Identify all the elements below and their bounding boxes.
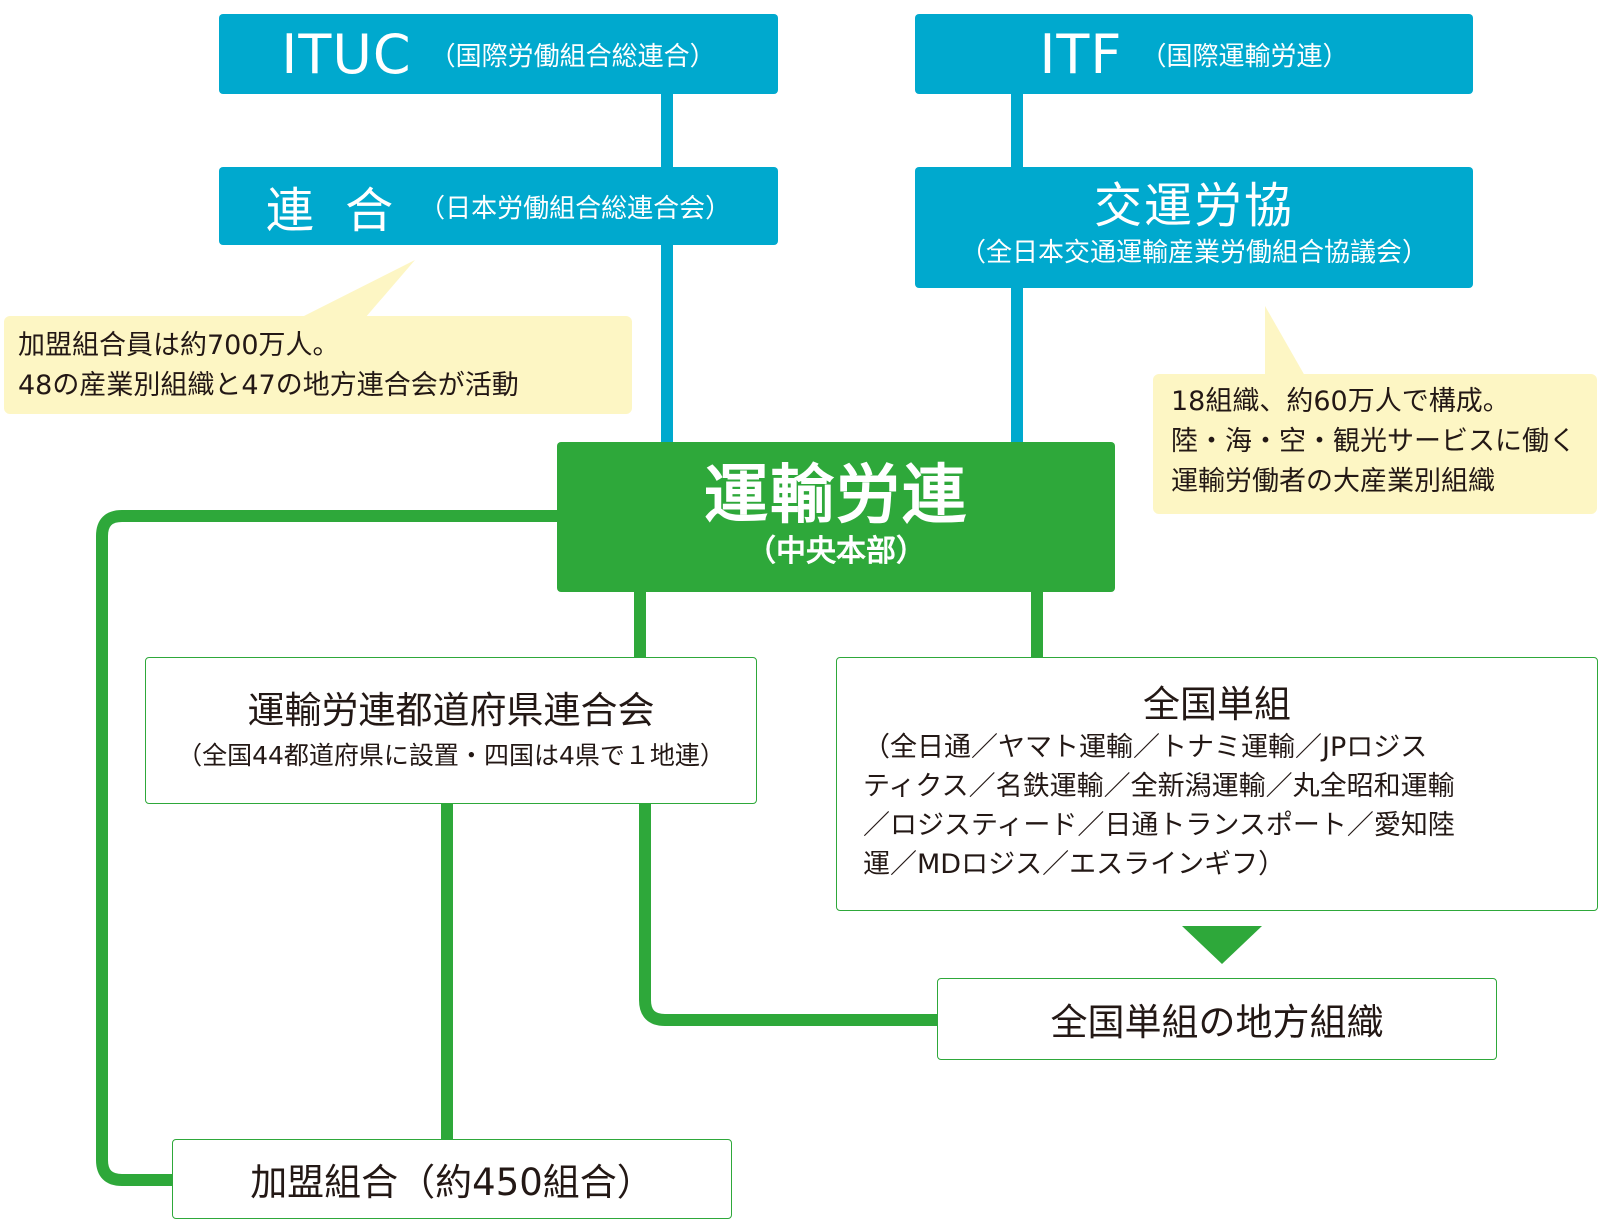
national-local-title: 全国単組の地方組織 [1050,1001,1384,1044]
national-list-line4: 運／MDロジス／エスラインギフ） [863,849,1286,880]
itf-box: ITF （国際運輸労連） [915,14,1473,94]
itf-subtitle: （国際運輸労連） [1140,41,1349,72]
national-box: 全国単組 （全日通／ヤマト運輸／トナミ運輸／JPロジス ティクス／名鉄運輸／全新… [836,657,1598,911]
kouunrokyo-box: 交運労協 （全日本交通運輸産業労働組合協議会） [915,167,1473,288]
prefectural-subtitle: （全国44都道府県に設置・四国は4県で１地連） [177,741,725,770]
rengo-note-tail [300,260,415,318]
national-list: （全日通／ヤマト運輸／トナミ運輸／JPロジス ティクス／名鉄運輸／全新潟運輸／丸… [837,728,1597,884]
unyu-roren-title: 運輸労連 [704,459,968,533]
member-unions-box: 加盟組合（約450組合） [172,1139,732,1219]
national-list-line1: （全日通／ヤマト運輸／トナミ運輸／JPロジス [863,732,1428,763]
national-local-box: 全国単組の地方組織 [937,978,1497,1060]
rengo-subtitle: （日本労働組合総連合会） [419,193,732,224]
national-title: 全国単組 [1143,683,1291,726]
kouunrokyo-subtitle: （全日本交通運輸産業労働組合協議会） [959,238,1428,268]
rengo-title: 連 合 [265,183,402,239]
kouunrokyo-title: 交運労協 [1093,178,1294,234]
national-list-line2: ティクス／名鉄運輸／全新潟運輸／丸全昭和運輸 [863,771,1455,802]
kouun-note-line2: 陸・海・空・観光サービスに働く [1171,426,1576,457]
rengo-note-line1: 加盟組合員は約700万人。 [18,330,340,361]
prefectural-box: 運輸労連都道府県連合会 （全国44都道府県に設置・四国は4県で１地連） [145,657,757,804]
kouun-note-line3: 運輸労働者の大産業別組織 [1171,466,1495,497]
national-list-line3: ／ロジスティード／日通トランスポート／愛知陸 [863,810,1455,841]
rengo-note-line2: 48の産業別組織と47の地方連合会が活動 [18,370,519,401]
ituc-box: ITUC （国際労働組合総連合） [219,14,778,94]
kouun-note: 18組織、約60万人で構成。 陸・海・空・観光サービスに働く 運輸労働者の大産業… [1153,374,1597,514]
ituc-title: ITUC [281,22,412,86]
itf-title: ITF [1039,22,1123,86]
line-prefectural-national-local [639,804,940,1026]
unyu-roren-subtitle: （中央本部） [746,534,926,569]
ituc-subtitle: （国際労働組合総連合） [429,41,716,72]
rengo-box: 連 合 （日本労働組合総連合会） [219,167,778,245]
kouun-note-tail [1265,306,1305,376]
unyu-roren-box: 運輸労連 （中央本部） [557,442,1115,592]
kouun-note-line1: 18組織、約60万人で構成。 [1171,386,1510,417]
prefectural-title: 運輸労連都道府県連合会 [247,689,655,732]
arrow-down-icon [1182,926,1262,964]
rengo-note: 加盟組合員は約700万人。 48の産業別組織と47の地方連合会が活動 [4,316,632,414]
line-unyu-member-loop [96,510,560,1186]
member-unions-title: 加盟組合（約450組合） [250,1161,654,1204]
